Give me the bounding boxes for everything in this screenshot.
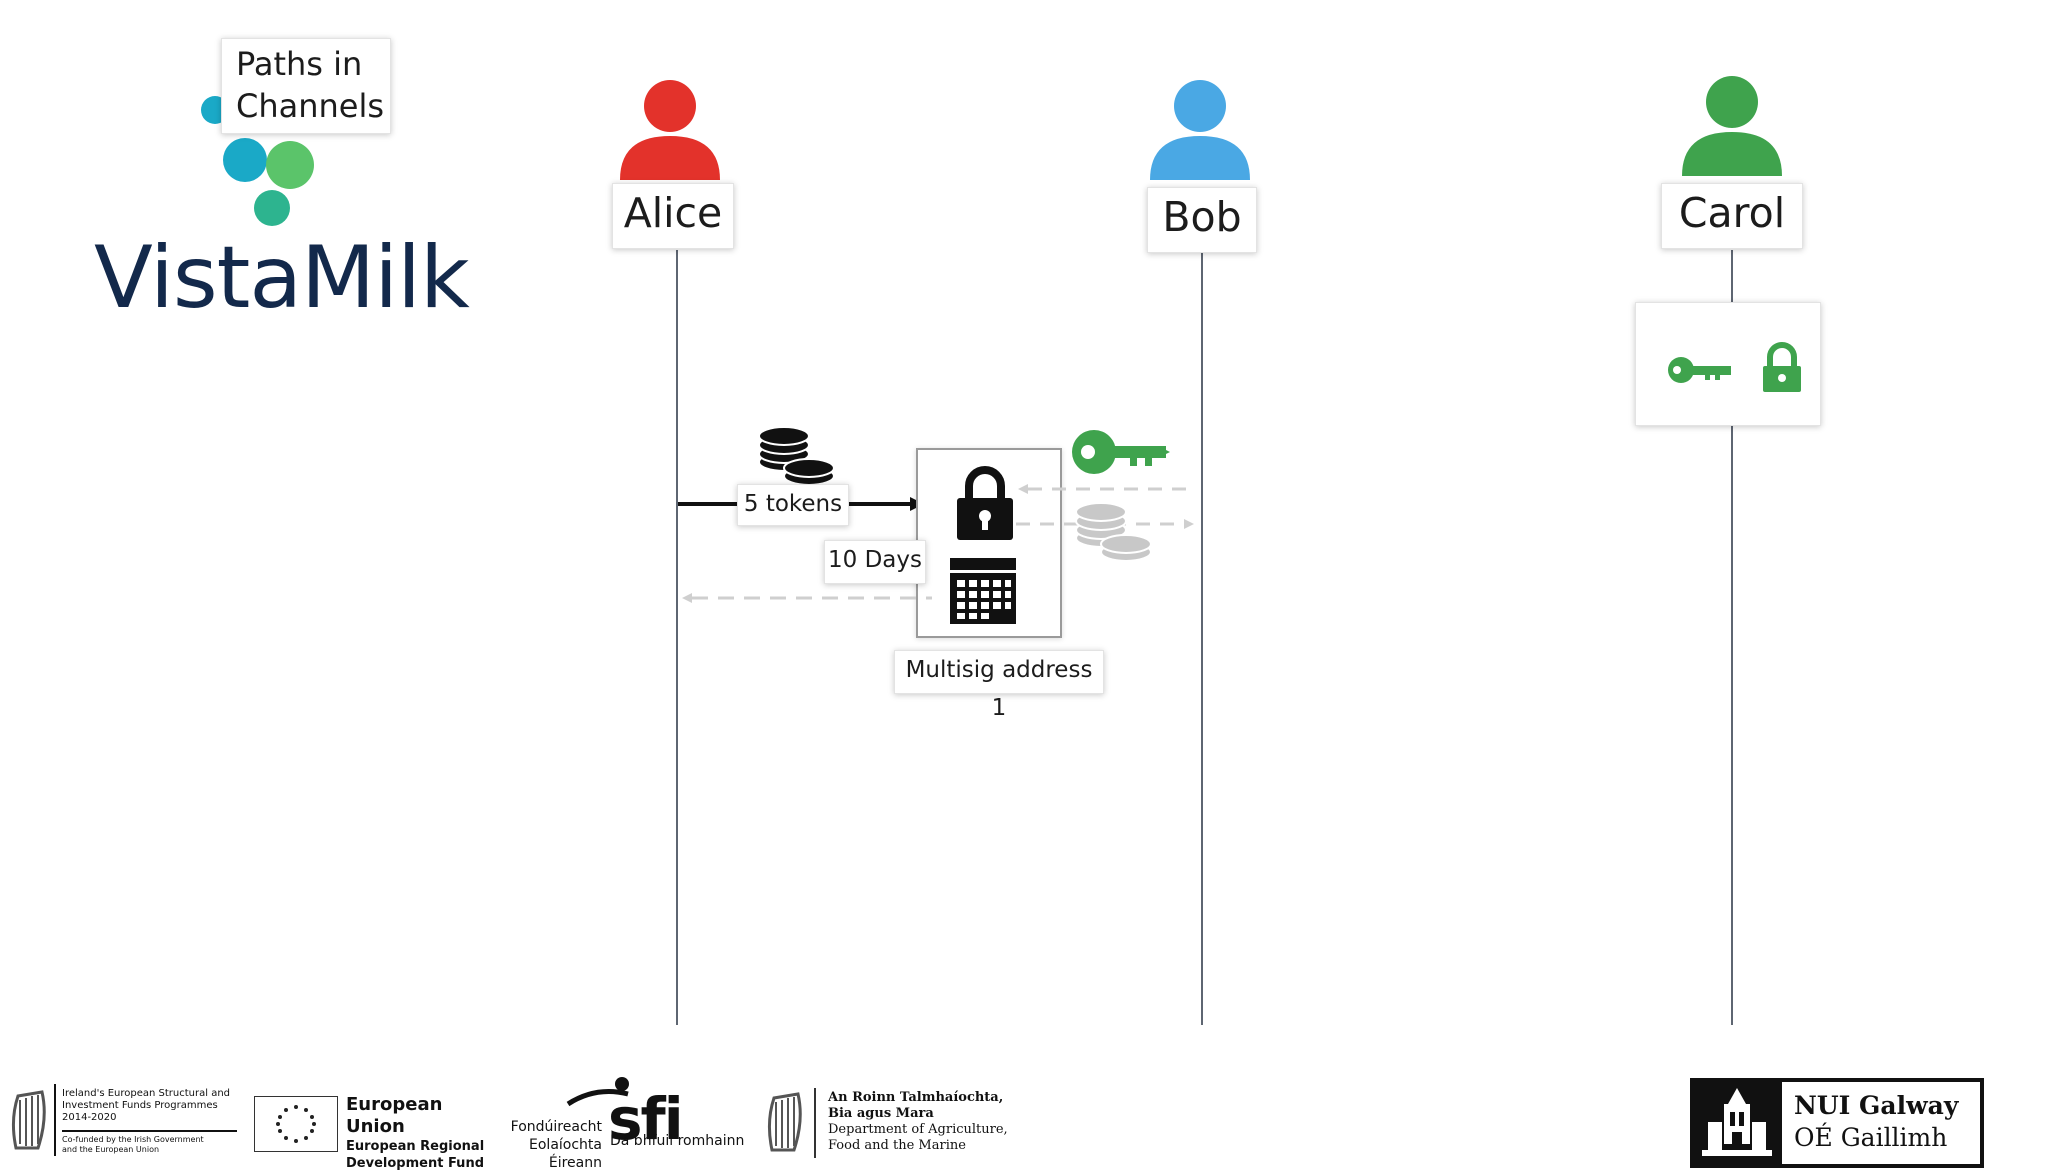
dafm-line1: An Roinn Talmhaíochta, bbox=[828, 1090, 1004, 1105]
esif-divider bbox=[54, 1084, 56, 1156]
sfi-left2: Eolaíochta bbox=[529, 1137, 602, 1153]
calendar-icon bbox=[950, 558, 1016, 624]
eu-line2: Development Fund bbox=[346, 1156, 484, 1171]
sfi-left3: Éireann bbox=[548, 1155, 602, 1171]
dafm-text: An Roinn Talmhaíochta, Bia agus Mara Dep… bbox=[828, 1090, 1018, 1154]
esif-line4: Co-funded by the Irish Government bbox=[62, 1135, 204, 1144]
nui-divider bbox=[1780, 1082, 1782, 1164]
esif-line3: 2014-2020 bbox=[62, 1112, 117, 1123]
esif-rule bbox=[62, 1130, 237, 1132]
carol-lock-icon bbox=[1763, 342, 1801, 392]
sfi-left1: Fondúireacht bbox=[510, 1119, 602, 1135]
carol-lifeline bbox=[1731, 250, 1733, 1025]
multisig-address-label: Multisig address 1 bbox=[894, 650, 1104, 721]
sfi-swoosh-icon bbox=[566, 1077, 629, 1107]
esif-line1: Ireland's European Structural and bbox=[62, 1088, 231, 1099]
carol-secrets-card bbox=[1635, 302, 1821, 426]
multisig-to-alice-dashed-arrow bbox=[682, 593, 932, 603]
coins-icon bbox=[758, 426, 835, 486]
nui-galway-crest bbox=[1694, 1082, 1780, 1164]
eu-line1: European Regional bbox=[346, 1139, 485, 1154]
alice-avatar-icon bbox=[620, 80, 720, 180]
esif-line5: and the European Union bbox=[62, 1145, 160, 1154]
sfi-tagline: Dá bhfuil romhainn bbox=[610, 1133, 745, 1149]
green-key-icon bbox=[1072, 430, 1170, 474]
padlock-icon bbox=[957, 466, 1013, 540]
dafm-harp-icon bbox=[767, 1092, 802, 1152]
sfi-irish-name: Fondúireacht Eolaíochta Éireann bbox=[508, 1118, 602, 1172]
days-label: 10 Days bbox=[824, 540, 926, 584]
alice-lifeline bbox=[676, 250, 678, 1025]
esif-text: Ireland's European Structural and Invest… bbox=[62, 1088, 242, 1155]
dafm-divider bbox=[814, 1088, 816, 1158]
dafm-line3: Department of Agriculture, bbox=[828, 1122, 1008, 1137]
bob-to-multisig-dashed-arrow bbox=[1018, 484, 1194, 494]
carol-avatar-icon bbox=[1682, 76, 1782, 176]
esif-line2: Investment Funds Programmes bbox=[62, 1100, 218, 1111]
sfi-mark: sfi bbox=[608, 1085, 684, 1153]
eu-flag-icon bbox=[254, 1096, 338, 1152]
eu-text: European Union European Regional Develop… bbox=[346, 1094, 506, 1172]
carol-label: Carol bbox=[1661, 183, 1803, 249]
paths-in-channels-note: Paths in Channels bbox=[221, 38, 391, 134]
dafm-line4: Food and the Marine bbox=[828, 1138, 966, 1153]
gray-coins-icon bbox=[1075, 502, 1152, 562]
nui-text: NUI Galway OÉ Gaillimh bbox=[1794, 1090, 1958, 1154]
tokens-label: 5 tokens bbox=[737, 484, 849, 526]
vistamilk-wordmark: VistaMilk bbox=[94, 228, 470, 328]
eu-title: European Union bbox=[346, 1094, 443, 1137]
bob-lifeline bbox=[1201, 252, 1203, 1025]
dafm-line2: Bia agus Mara bbox=[828, 1106, 934, 1121]
bob-label: Bob bbox=[1147, 187, 1257, 253]
nui-line2: OÉ Gaillimh bbox=[1794, 1123, 1948, 1152]
harp-icon bbox=[11, 1090, 46, 1150]
alice-label: Alice bbox=[612, 183, 734, 249]
nui-line1: NUI Galway bbox=[1794, 1091, 1959, 1120]
carol-key-icon bbox=[1668, 357, 1731, 383]
bob-avatar-icon bbox=[1150, 80, 1250, 180]
